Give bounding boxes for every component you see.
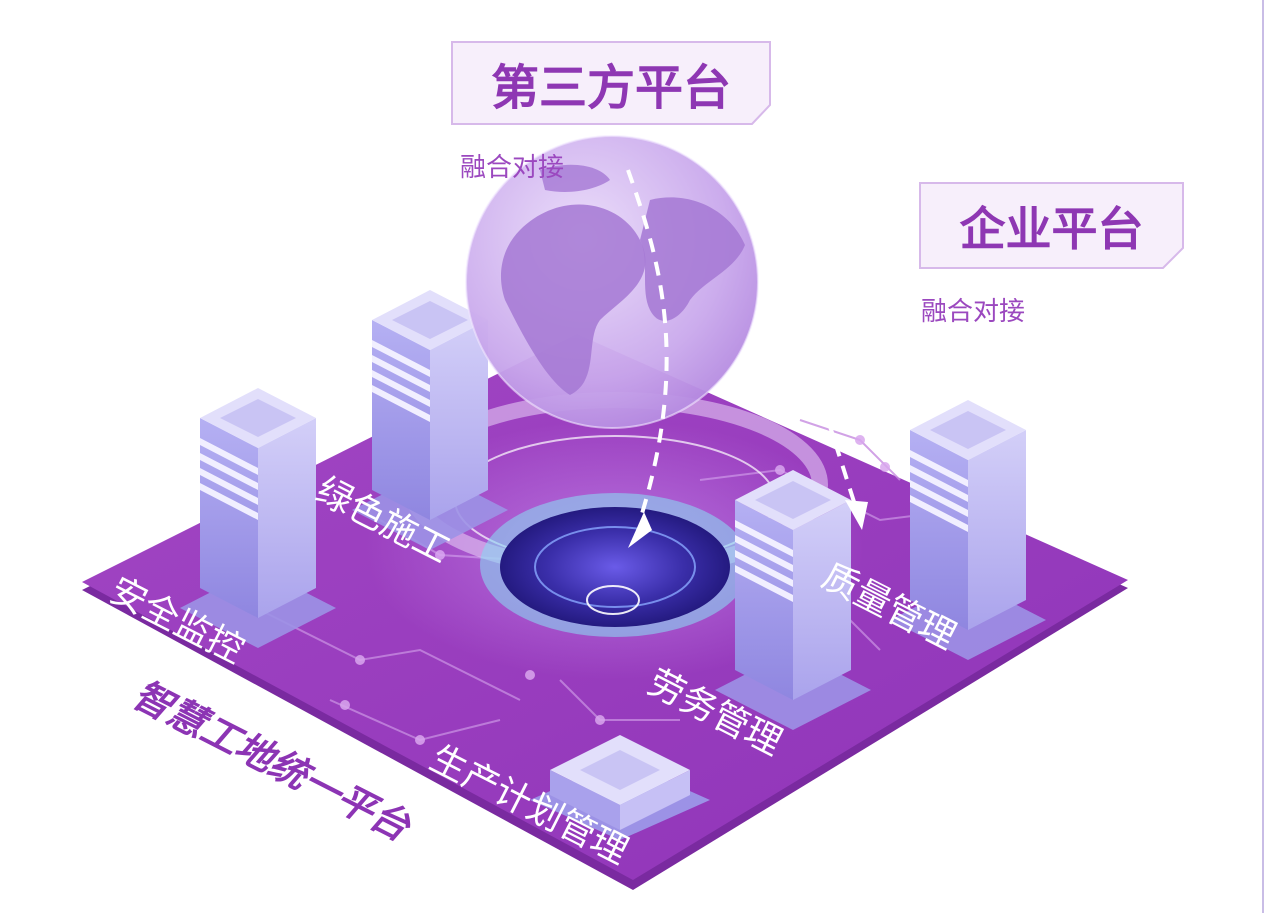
- third-party-title-box: [451, 41, 771, 125]
- dashed-arrow-icon: [626, 169, 857, 521]
- third-party-subtitle: 融合对接: [460, 153, 565, 183]
- right-divider: [1262, 0, 1264, 913]
- third-party-platform-title: 第三方平台: [490, 60, 731, 116]
- globe-icon: [465, 135, 759, 429]
- server-production: [530, 735, 710, 840]
- enterprise-platform-title: 企业平台: [959, 201, 1144, 256]
- enterprise-subtitle: 融合对接: [921, 297, 1026, 327]
- enterprise-title-box: [919, 182, 1184, 269]
